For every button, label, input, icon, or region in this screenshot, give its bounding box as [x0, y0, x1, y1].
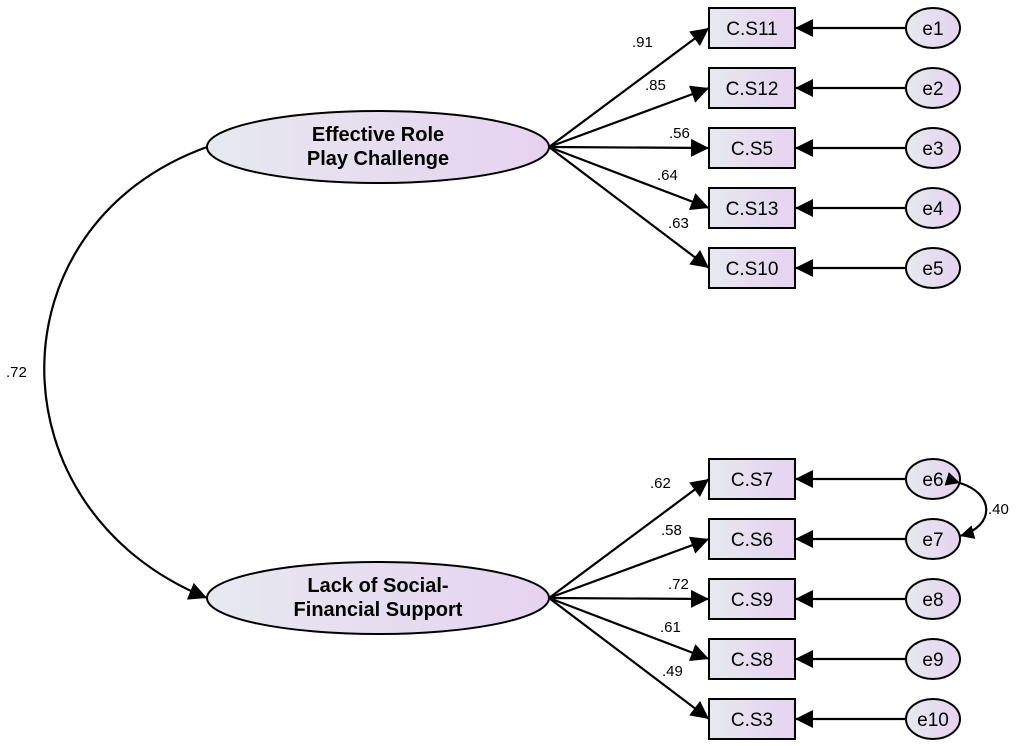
loading-path: [548, 85, 710, 149]
indicator-label: C.S12: [726, 79, 779, 100]
loading-path: [548, 478, 710, 599]
indicator-box: [708, 458, 796, 500]
error-label: e6: [922, 470, 943, 491]
error-covariance-label: .40: [988, 501, 1009, 518]
indicator-label: C.S11: [726, 19, 777, 40]
loading-label: .49: [662, 663, 683, 680]
latent-factor-1-line2: Play Challenge: [307, 148, 449, 170]
loading-label: .64: [657, 167, 678, 184]
error-circle: [905, 187, 961, 229]
loading-path: [548, 138, 710, 157]
loading-path: [548, 597, 710, 720]
error-circle: [905, 578, 961, 620]
indicator-box: [708, 578, 796, 620]
error-circle: [905, 67, 961, 109]
error-label: e7: [922, 530, 943, 551]
indicator-label: C.S8: [731, 650, 773, 671]
loading-path: [548, 589, 710, 608]
latent-factor-1-line1: Effective Role: [312, 124, 444, 146]
correlation-label: .72: [6, 364, 27, 381]
indicator-label: C.S9: [731, 590, 773, 611]
error-covariance-arc: [944, 472, 988, 539]
latent-factor-2: Lack of Social- Financial Support: [206, 561, 550, 635]
latent-factor-2-line1: Lack of Social-: [307, 575, 448, 597]
error-label: e3: [922, 139, 943, 160]
error-circle: [905, 698, 961, 740]
latent-factor-1: Effective Role Play Challenge: [206, 110, 550, 184]
error-circle: [905, 7, 961, 49]
error-label: e1: [922, 19, 943, 40]
loading-label: .62: [650, 475, 671, 492]
indicator-box: [708, 127, 796, 169]
error-label: e8: [922, 590, 943, 611]
loading-label: .56: [669, 125, 690, 142]
loading-label: .63: [668, 215, 689, 232]
error-circle: [905, 638, 961, 680]
error-label: e2: [922, 79, 943, 100]
indicator-label: C.S5: [731, 139, 773, 160]
error-circle: [905, 127, 961, 169]
loading-path: [548, 146, 710, 269]
latent-factor-2-line2: Financial Support: [294, 599, 463, 621]
indicator-group-2: .62 .58 .72 .61 .49 C.S7 C.S6 C.S9 C.S8 …: [548, 458, 961, 740]
loading-label: .85: [645, 77, 666, 94]
indicator-label: C.S13: [726, 199, 779, 220]
loading-label: .61: [660, 619, 681, 636]
loading-label: .72: [668, 576, 689, 593]
error-label: e9: [922, 650, 943, 671]
indicator-label: C.S3: [731, 710, 773, 731]
loading-path: [548, 27, 710, 148]
error-label: e5: [922, 259, 943, 280]
loading-label: .91: [632, 34, 653, 51]
loading-path: [548, 536, 710, 600]
correlation-arc: [43, 132, 227, 600]
indicator-box: [708, 698, 796, 740]
loading-path: [548, 145, 710, 210]
indicator-label: C.S7: [731, 470, 773, 491]
indicator-label: C.S6: [731, 530, 773, 551]
indicator-box: [708, 638, 796, 680]
indicator-label: C.S10: [726, 259, 779, 280]
loading-path: [548, 596, 710, 661]
error-circle: [905, 247, 961, 289]
error-label: e4: [922, 199, 944, 220]
indicator-box: [708, 187, 796, 229]
loading-label: .58: [661, 522, 682, 539]
indicator-group-1: .91 .85 .56 .64 .63 C.S11 C.S12 C.S5 C.S…: [548, 7, 961, 289]
error-label: e10: [917, 710, 949, 731]
